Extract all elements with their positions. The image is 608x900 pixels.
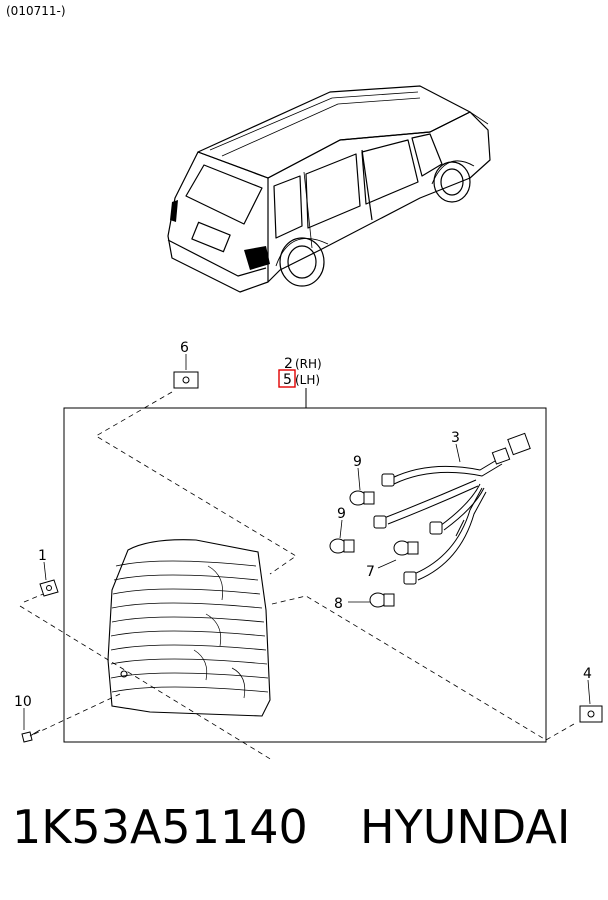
callout-3: 3 — [451, 430, 460, 446]
callout-4: 4 — [583, 666, 592, 682]
callout-8: 8 — [334, 596, 343, 612]
footer: 1K53A51140 HYUNDAI — [12, 800, 602, 864]
bulb-9-upper — [349, 490, 375, 506]
clip-4 — [579, 705, 603, 723]
bulb-9-lower — [329, 538, 355, 554]
vehicle-illustration — [167, 85, 491, 293]
vehicle-tail-lamp-lh — [170, 200, 178, 222]
wiring-harness — [383, 457, 503, 581]
callout-9-upper: 9 — [353, 454, 362, 470]
dashed-guide-lines — [19, 391, 575, 761]
callout-2: 2 — [284, 356, 293, 372]
assembly-frame — [63, 407, 547, 743]
clip-1 — [39, 579, 59, 597]
header-code: (010711-) — [6, 4, 66, 18]
callout-6: 6 — [180, 340, 189, 356]
callout-1: 1 — [38, 548, 47, 564]
brand-name: HYUNDAI — [360, 800, 571, 854]
bulb-7 — [393, 540, 419, 556]
bulb-8 — [369, 592, 395, 608]
callout-5-side: (LH) — [295, 373, 320, 387]
callout-10: 10 — [14, 694, 32, 710]
screw-10 — [21, 729, 41, 743]
harness-connector — [491, 432, 531, 465]
vehicle-tail-lamp-rh — [244, 246, 270, 270]
callout-7: 7 — [366, 564, 375, 580]
bulb-sockets — [373, 473, 443, 585]
highlight-box-5 — [278, 369, 296, 388]
callout-2-side: (RH) — [295, 357, 322, 371]
callout-5: 5 — [283, 372, 292, 388]
callout-leaders — [23, 354, 591, 730]
callout-9-lower: 9 — [337, 506, 346, 522]
clip-6 — [173, 371, 199, 389]
tail-lamp-housing — [107, 539, 271, 717]
part-number: 1K53A51140 — [12, 800, 308, 854]
